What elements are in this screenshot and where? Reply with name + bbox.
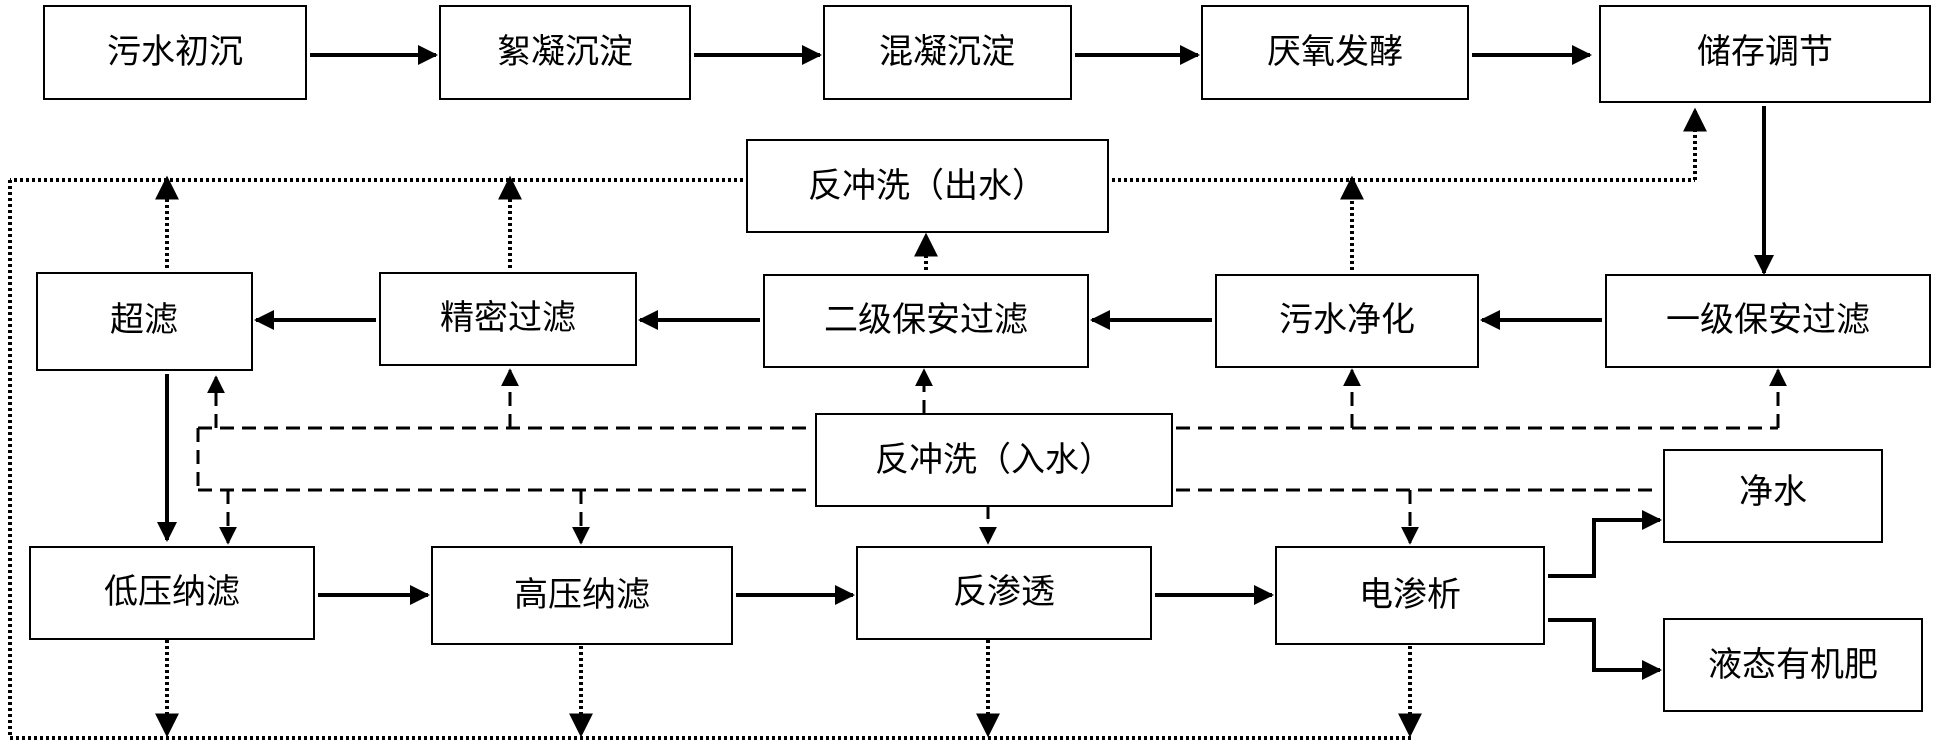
node-clean-water-label: 净水 — [1739, 472, 1807, 512]
main-flow-arrows — [157, 45, 1774, 680]
node-uf-label: 超滤 — [110, 300, 178, 340]
node-backwash-out: 反冲洗（出水） — [746, 139, 1109, 233]
node-backwash-in: 反冲洗（入水） — [815, 413, 1173, 507]
node-n4-label: 厌氧发酵 — [1267, 32, 1403, 72]
node-n3: 混凝沉淀 — [823, 5, 1072, 100]
backwash-out-lines — [8, 107, 1707, 740]
node-n1-label: 污水初沉 — [107, 32, 243, 72]
node-lp-nf: 低压纳滤 — [29, 546, 315, 640]
node-hp-nf-label: 高压纳滤 — [514, 575, 650, 615]
node-purify-label: 污水净化 — [1279, 300, 1415, 340]
node-ro: 反渗透 — [856, 546, 1152, 640]
arrow-ed-fertilizer — [1548, 618, 1662, 680]
arrow-ed-cleanwater — [1548, 510, 1662, 578]
node-ed-label: 电渗析 — [1359, 575, 1461, 615]
node-lp-nf-label: 低压纳滤 — [104, 572, 240, 612]
node-n4: 厌氧发酵 — [1201, 5, 1469, 100]
node-n2: 絮凝沉淀 — [439, 5, 691, 100]
node-ed: 电渗析 — [1275, 546, 1545, 645]
node-sec2-label: 二级保安过滤 — [824, 300, 1028, 340]
node-sec1-label: 一级保安过滤 — [1666, 300, 1870, 340]
node-fertilizer-label: 液态有机肥 — [1708, 645, 1878, 685]
node-hp-nf: 高压纳滤 — [431, 546, 733, 645]
node-purify: 污水净化 — [1215, 274, 1479, 368]
node-n3-label: 混凝沉淀 — [879, 32, 1015, 72]
node-n5-label: 储存调节 — [1697, 32, 1833, 72]
node-n2-label: 絮凝沉淀 — [497, 32, 633, 72]
node-uf: 超滤 — [36, 272, 253, 371]
node-backwash-in-label: 反冲洗（入水） — [875, 440, 1113, 480]
node-fertilizer: 液态有机肥 — [1663, 618, 1923, 712]
node-backwash-out-label: 反冲洗（出水） — [808, 166, 1046, 206]
node-precision: 精密过滤 — [379, 272, 637, 366]
node-ro-label: 反渗透 — [953, 572, 1055, 612]
node-sec1: 一级保安过滤 — [1605, 274, 1931, 368]
node-sec2: 二级保安过滤 — [763, 274, 1089, 368]
node-clean-water: 净水 — [1663, 449, 1883, 543]
node-n5: 储存调节 — [1599, 5, 1931, 103]
node-n1: 污水初沉 — [43, 5, 307, 100]
node-precision-label: 精密过滤 — [440, 298, 576, 338]
backwash-in-lines — [196, 368, 1787, 545]
